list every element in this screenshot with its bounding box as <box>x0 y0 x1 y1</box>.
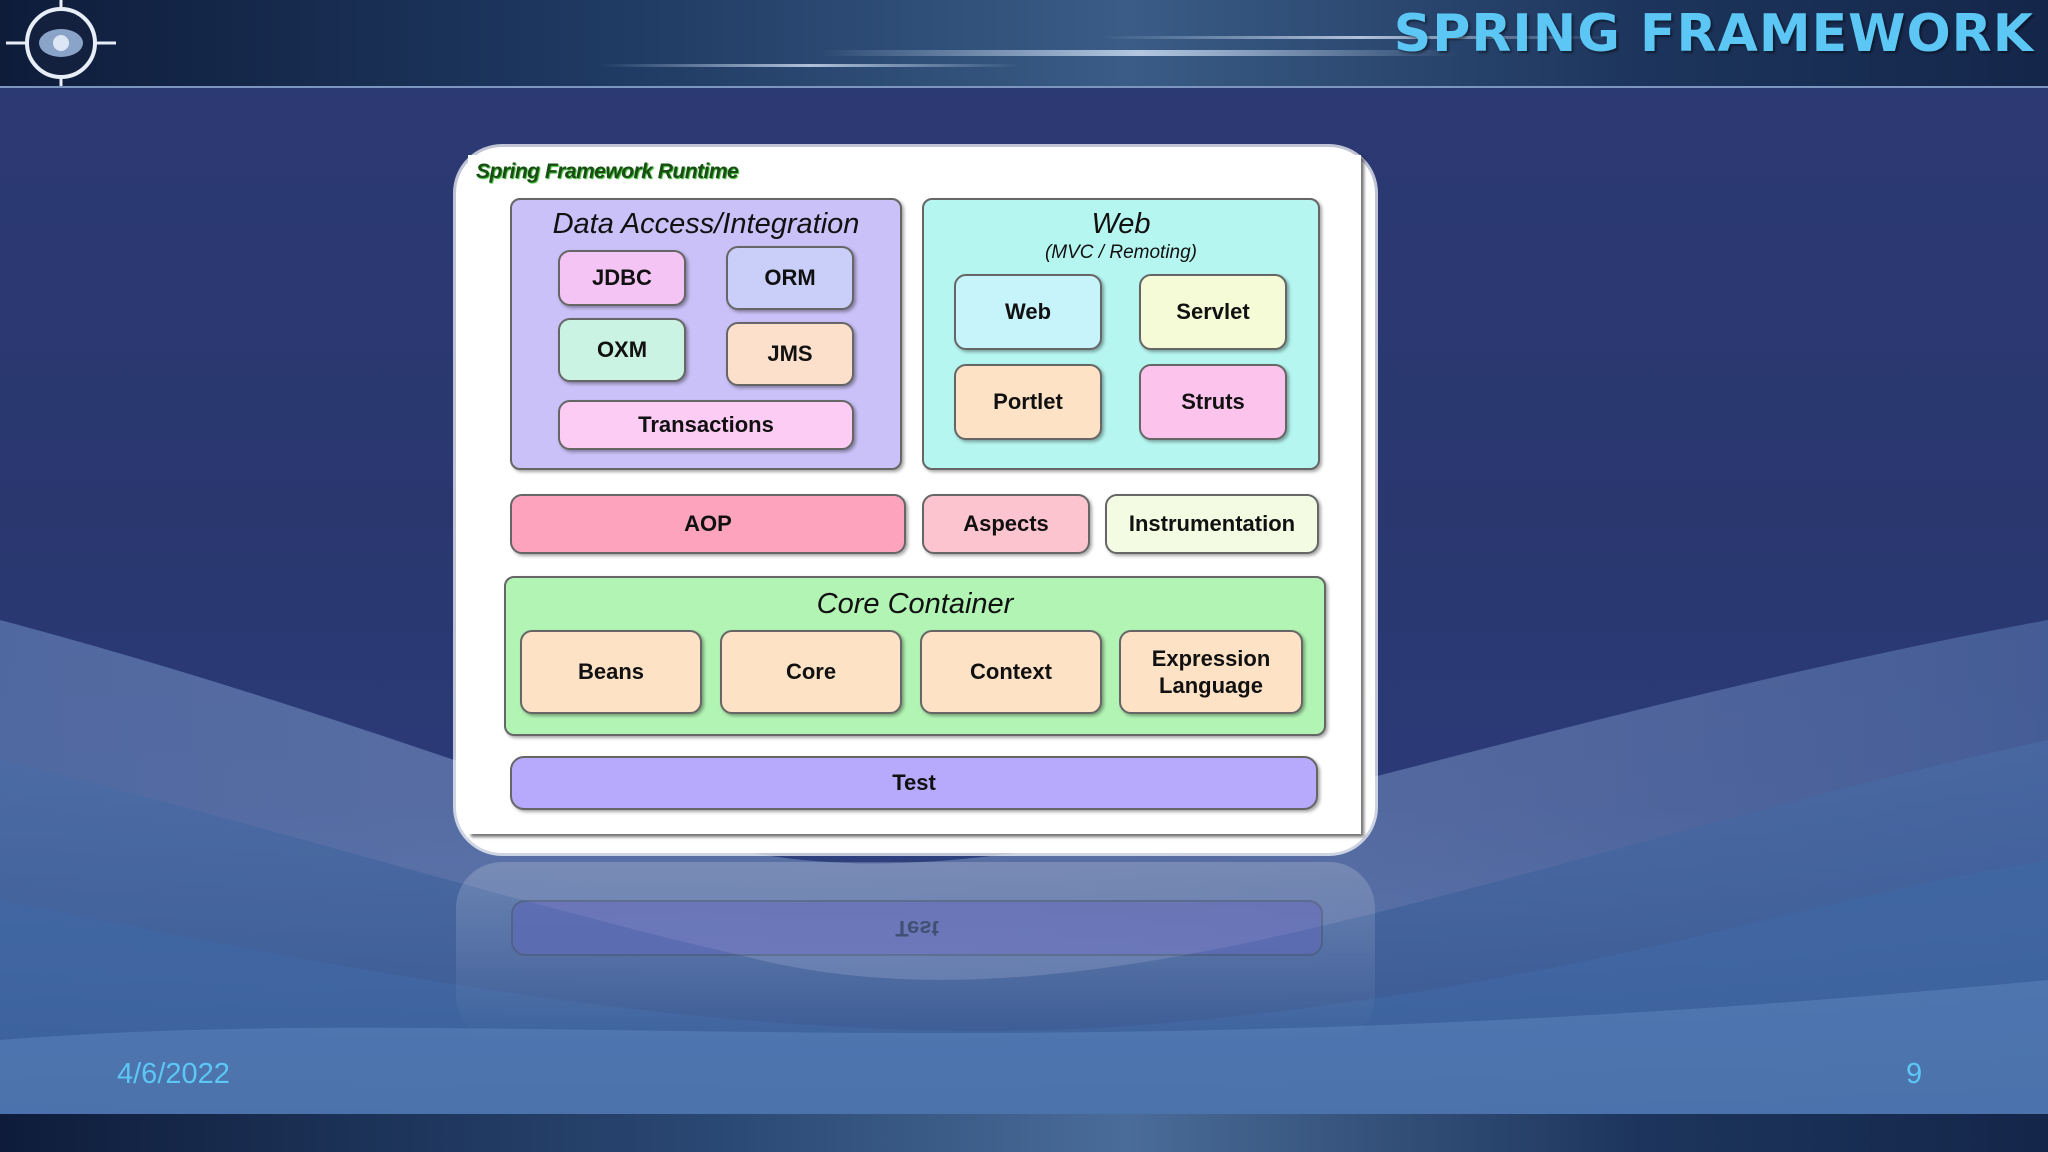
module-jdbc: JDBC <box>558 250 686 306</box>
data-access-title: Data Access/Integration <box>552 208 860 240</box>
module-web: Web <box>954 274 1102 350</box>
module-struts: Struts <box>1139 364 1287 440</box>
header-bar <box>0 0 2048 88</box>
module-servlet: Servlet <box>1139 274 1287 350</box>
module-orm: ORM <box>726 246 854 310</box>
reflection-test: Test <box>511 900 1323 956</box>
reflection-card <box>456 862 1375 1042</box>
module-aspects: Aspects <box>922 494 1090 554</box>
module-jms: JMS <box>726 322 854 386</box>
module-portlet: Portlet <box>954 364 1102 440</box>
module-test: Test <box>510 756 1318 810</box>
module-beans: Beans <box>520 630 702 714</box>
diagram-reflection: Test <box>456 862 1375 1042</box>
crosshair-logo-icon <box>6 0 116 86</box>
slide-page-number: 9 <box>1906 1058 1923 1090</box>
module-expression-language: Expression Language <box>1119 630 1303 714</box>
slide-title: SPRING FRAMEWORK <box>1393 4 2034 64</box>
core-container-title: Core Container <box>816 588 1014 620</box>
web-title: Web <box>1091 208 1151 240</box>
module-core: Core <box>720 630 902 714</box>
module-transactions: Transactions <box>558 400 854 450</box>
footer-bar <box>0 1114 2048 1152</box>
slide-date: 4/6/2022 <box>117 1058 230 1090</box>
module-aop: AOP <box>510 494 906 554</box>
header-streak <box>600 64 1020 67</box>
header-streak <box>1100 36 1620 39</box>
module-instrumentation: Instrumentation <box>1105 494 1319 554</box>
module-oxm: OXM <box>558 318 686 382</box>
web-subtitle: (MVC / Remoting) <box>1044 242 1198 263</box>
header-streak <box>820 50 1460 56</box>
runtime-label: Spring Framework Runtime <box>476 160 739 183</box>
module-context: Context <box>920 630 1102 714</box>
